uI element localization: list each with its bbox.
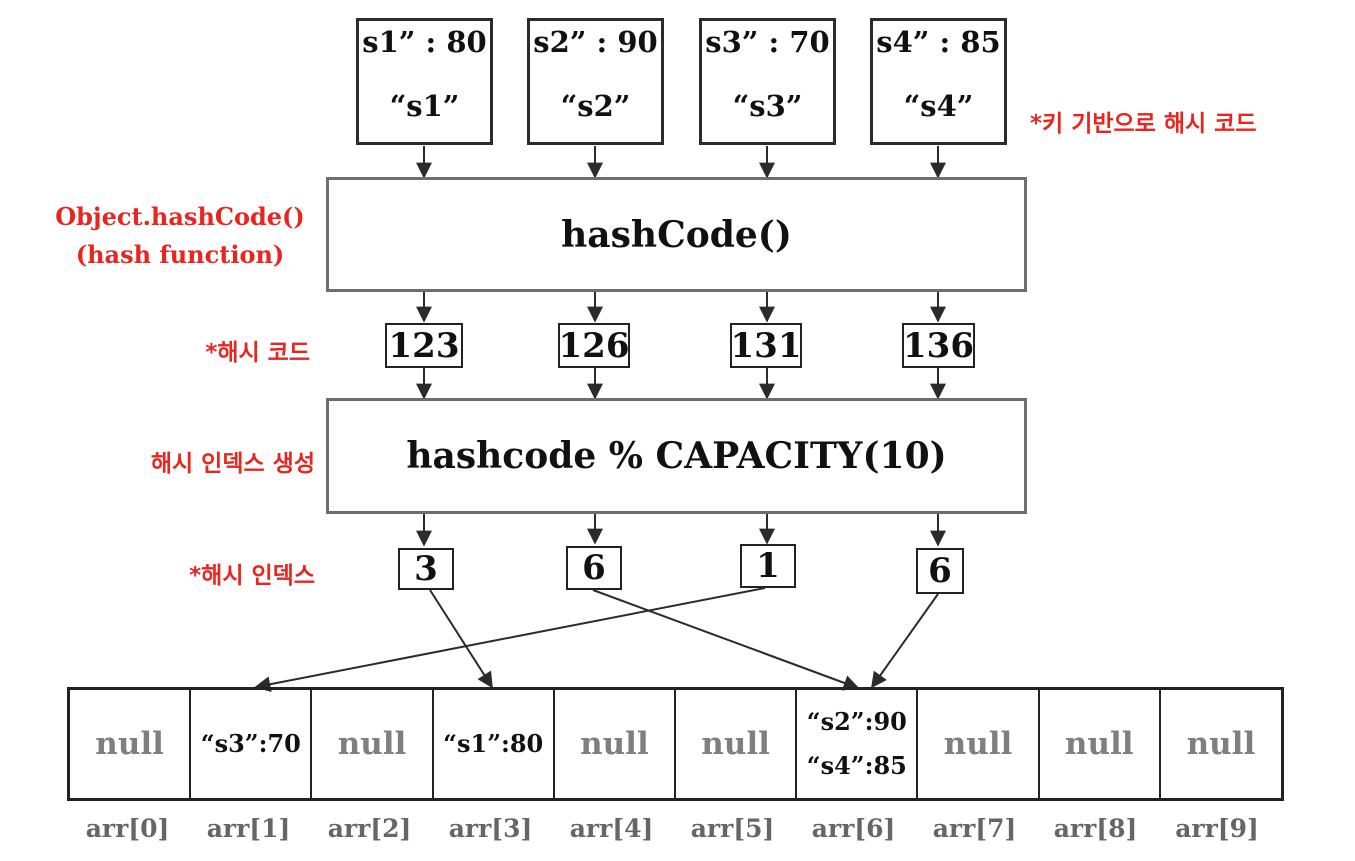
input-key: “s4” xyxy=(903,89,974,123)
input-entry: s4” : 85 xyxy=(876,25,1001,59)
hash-code-box: 136 xyxy=(902,323,975,368)
input-box-s1: s1” : 80 “s1” xyxy=(356,18,493,145)
note-hash-code: *해시 코드 xyxy=(205,340,310,366)
arrow-slot-s3 xyxy=(254,587,766,693)
input-entry: s2” : 90 xyxy=(533,25,658,59)
cell-value: null xyxy=(1186,726,1256,762)
cell-value: “s3”:70 xyxy=(200,729,301,758)
hash-code-box: 126 xyxy=(558,323,630,368)
index-function-box: hashcode % CAPACITY(10) xyxy=(326,398,1027,514)
array-label: arr[2] xyxy=(327,814,412,843)
hash-index-box: 1 xyxy=(740,544,796,588)
cell-value: “s1”:80 xyxy=(443,729,544,758)
arrow-slot-s2 xyxy=(592,589,860,691)
array-label: arr[3] xyxy=(448,814,533,843)
input-box-s2: s2” : 90 “s2” xyxy=(527,18,664,145)
array-label: arr[7] xyxy=(932,814,1017,843)
cell-value: “s2”:90 xyxy=(806,707,907,736)
array-label: arr[0] xyxy=(85,814,170,843)
input-entry: s1” : 80 xyxy=(362,25,487,59)
input-key: “s3” xyxy=(732,89,803,123)
array-cell-2: null xyxy=(312,690,434,798)
array-label: arr[8] xyxy=(1053,814,1138,843)
note-object-hashcode: Object.hashCode() xyxy=(55,202,305,231)
input-key: “s2” xyxy=(560,89,631,123)
hash-array: null “s3”:70 null “s1”:80 null null “s2”… xyxy=(67,687,1284,801)
array-cell-9: null xyxy=(1161,690,1281,798)
array-cell-7: null xyxy=(918,690,1040,798)
note-hash-index: *해시 인덱스 xyxy=(189,563,315,589)
arrow-slot-s4 xyxy=(871,593,939,689)
note-key-hash: *키 기반으로 해시 코드 xyxy=(1030,111,1257,137)
input-box-s3: s3” : 70 “s3” xyxy=(699,18,836,145)
array-label: arr[1] xyxy=(206,814,291,843)
input-entry: s3” : 70 xyxy=(705,25,830,59)
array-cell-6: “s2”:90 “s4”:85 xyxy=(797,690,919,798)
array-cell-8: null xyxy=(1040,690,1161,798)
hash-index-box: 3 xyxy=(398,548,454,590)
input-key: “s1” xyxy=(389,89,460,123)
hash-code-box: 123 xyxy=(385,323,463,368)
arrow-slot-s1 xyxy=(429,589,493,689)
array-cell-0: null xyxy=(70,690,192,798)
hash-code-box: 131 xyxy=(730,323,802,368)
array-label: arr[5] xyxy=(690,814,775,843)
array-cell-4: null xyxy=(555,690,677,798)
array-label: arr[4] xyxy=(569,814,654,843)
cell-value: “s4”:85 xyxy=(806,751,907,780)
array-cell-1: “s3”:70 xyxy=(191,690,313,798)
cell-value: null xyxy=(701,726,770,762)
note-index-generation: 해시 인덱스 생성 xyxy=(150,451,315,477)
array-cell-5: null xyxy=(676,690,798,798)
cell-value: null xyxy=(580,726,649,762)
cell-value: null xyxy=(1064,726,1134,762)
input-box-s4: s4” : 85 “s4” xyxy=(870,18,1007,145)
array-label: arr[6] xyxy=(811,814,896,843)
array-labels: arr[0] arr[1] arr[2] arr[3] arr[4] arr[5… xyxy=(67,814,1284,843)
array-label: arr[9] xyxy=(1175,814,1259,843)
hash-index-box: 6 xyxy=(566,546,622,590)
array-cell-3: “s1”:80 xyxy=(434,690,555,798)
cell-value: null xyxy=(943,726,1013,762)
hashcode-function-box: hashCode() xyxy=(326,177,1027,292)
cell-value: null xyxy=(337,726,407,762)
note-hash-function: (hash function) xyxy=(75,240,285,269)
cell-value: null xyxy=(95,726,164,762)
hash-index-box: 6 xyxy=(916,548,964,594)
